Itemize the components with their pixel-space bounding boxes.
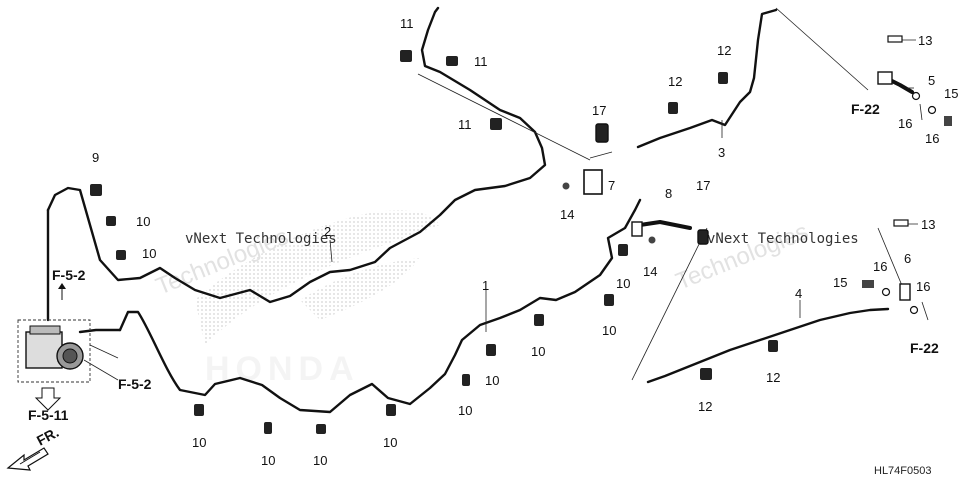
label-3: 3 [718,145,725,160]
clip-12-d [768,340,778,352]
clip-17-b [697,229,709,245]
brake-pipe-1 [118,198,642,414]
abs-modulator [17,319,119,383]
label-11-b: 11 [474,54,488,69]
clip-10-d [264,422,272,434]
clip-10-i [534,314,544,326]
label-12-c: 12 [698,399,712,414]
label-9: 9 [92,150,99,165]
washer-14-a [562,182,570,190]
label-13-a: 13 [918,33,932,48]
clip-12-c [700,368,712,380]
clip-9 [90,184,102,196]
label-16-c: 16 [873,259,887,274]
washer-16-c [881,287,891,297]
clip-10-e [316,424,326,434]
leader-lines [329,7,929,381]
label-6: 6 [904,251,911,266]
clip-17-a [595,123,609,143]
label-11-a: 11 [400,16,414,31]
clip-12-a [668,102,678,114]
honda-brand-watermark: HONDA [205,350,360,388]
arrow-f511 [34,387,62,411]
label-16-a: 16 [898,116,912,131]
label-15-a: 15 [944,86,958,101]
clip-10-a [106,216,116,226]
watermark-left: vNext Technologies [185,231,337,247]
brake-hose-8 [638,220,692,230]
label-17-b: 17 [696,178,710,193]
label-10-e: 10 [313,453,327,468]
abs-feed-pipe-2 [78,328,122,334]
watermark-right: vNext Technologies [707,231,859,247]
clip-10-b [116,250,126,260]
clip-10-g [462,374,470,386]
clip-10-k [618,244,628,256]
label-12-a: 12 [668,74,682,89]
label-10-i: 10 [531,344,545,359]
ref-f52-right: F-5-2 [118,376,152,392]
clip-10-f [386,404,396,416]
label-16-d: 16 [916,279,930,294]
label-10-f: 10 [383,435,397,450]
fitting-6 [899,283,911,301]
washer-14-b [648,236,656,244]
front-arrow [6,447,49,471]
label-16-b: 16 [925,131,939,146]
label-10-g: 10 [458,403,472,418]
ref-f22-bottom: F-22 [910,340,939,356]
clip-11-b [446,56,458,66]
label-10-h: 10 [485,373,499,388]
arrow-head-f52-top [58,283,66,289]
label-1: 1 [482,278,489,293]
label-10-a: 10 [136,214,150,229]
label-12-d: 12 [766,370,780,385]
bolt-15-b [862,280,874,288]
label-7: 7 [608,178,615,193]
washer-16-d [909,305,919,315]
label-10-c: 10 [192,435,206,450]
ref-f511: F-5-11 [28,407,69,423]
label-15-b: 15 [833,275,847,290]
label-14-a: 14 [560,207,574,222]
pipe-clips [90,35,952,434]
ref-front: FR. [34,424,61,449]
bolt-15-a [944,116,952,126]
bracket-7 [583,169,603,195]
clip-10-c [194,404,204,416]
bolt-13-b [893,219,909,227]
washer-16-b [927,105,937,115]
bolt-13-a [887,35,903,43]
label-5: 5 [928,73,935,88]
brake-pipe-4 [646,307,890,384]
label-10-d: 10 [261,453,275,468]
label-10-b: 10 [142,246,156,261]
ref-f22-top: F-22 [851,101,880,117]
clip-11-a [400,50,412,62]
clip-10-h [486,344,496,356]
label-17-a: 17 [592,103,606,118]
label-10-k: 10 [616,276,630,291]
brake-pipe-3 [636,8,778,149]
diagram-code: HL74F0503 [874,465,932,477]
brake-pipe-2 [46,6,547,304]
label-10-j: 10 [602,323,616,338]
hose-end-8 [631,221,643,237]
clip-11-c [490,118,502,130]
label-11-c: 11 [458,117,472,132]
label-13-b: 13 [921,217,935,232]
ref-f52-top: F-5-2 [52,267,86,283]
clip-10-j [604,294,614,306]
part-labels: 1 2 3 4 5 6 7 8 9 10 10 10 10 10 10 10 1… [92,16,958,468]
label-14-b: 14 [643,264,657,279]
label-12-b: 12 [717,43,731,58]
washer-16-a [911,91,921,101]
label-8: 8 [665,186,672,201]
hose-end-5 [877,71,893,85]
clip-12-b [718,72,728,84]
label-2: 2 [324,224,331,239]
label-4: 4 [795,286,802,301]
